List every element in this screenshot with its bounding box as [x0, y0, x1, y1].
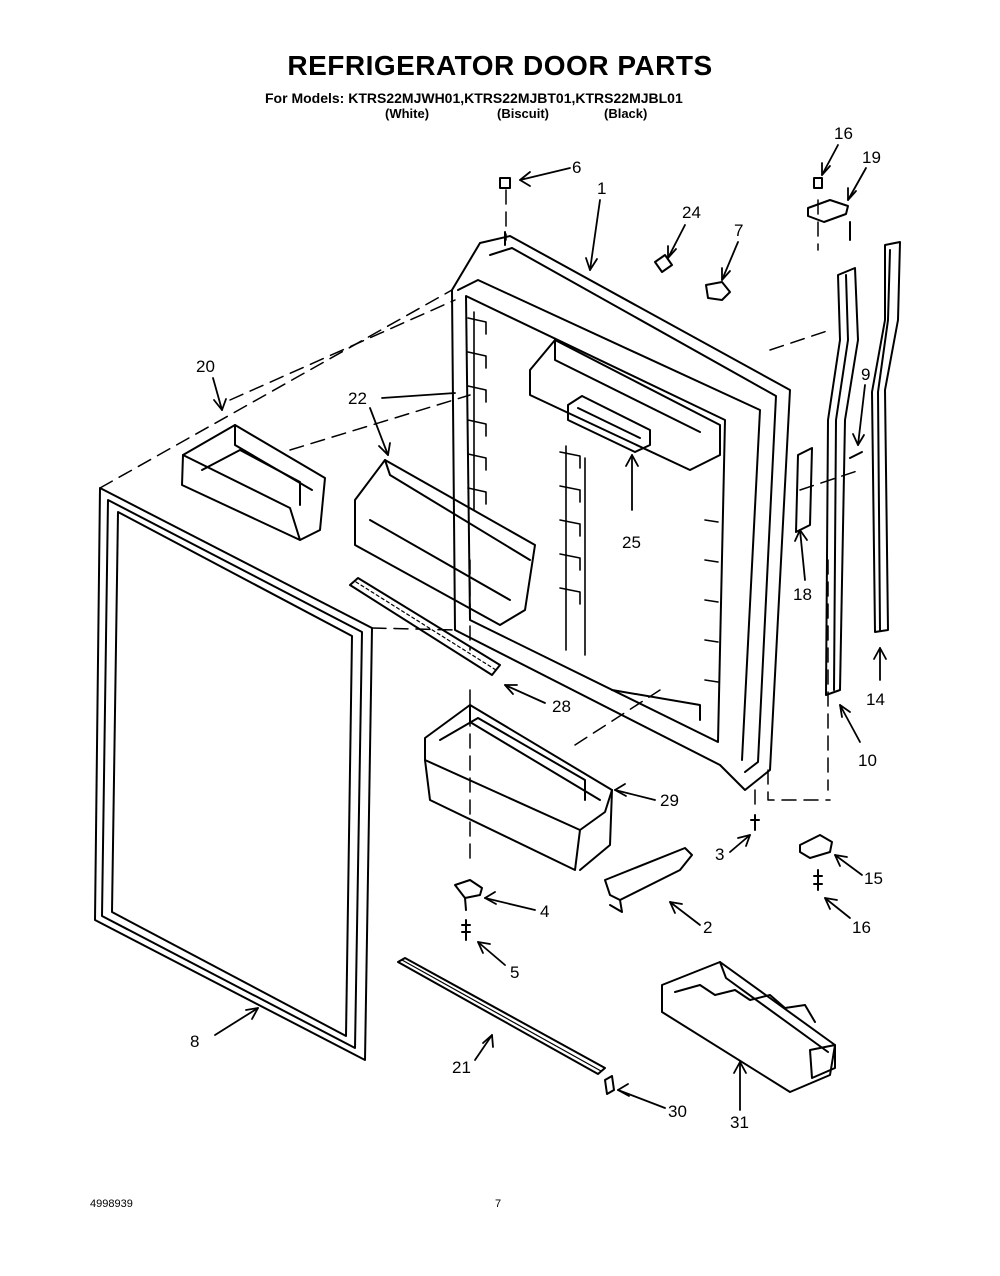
hinge-part-15 [799, 834, 833, 859]
callout-16-top: 16 [834, 124, 853, 143]
plug-part-24 [654, 254, 673, 273]
callout-21: 21 [452, 1058, 471, 1077]
shelf-rail-part-28 [349, 577, 501, 676]
callout-25: 25 [622, 533, 641, 552]
callout-numbers: 6 1 24 7 16 19 20 22 25 9 18 14 10 28 29… [190, 124, 885, 1132]
callout-15: 15 [864, 869, 883, 888]
callout-20: 20 [196, 357, 215, 376]
callout-18: 18 [793, 585, 812, 604]
variant-white: (White) [385, 106, 430, 121]
cap-part-7 [705, 281, 731, 301]
alignment-lines [99, 189, 861, 861]
document-number: 4998939 [90, 1198, 133, 1210]
callout-30: 30 [668, 1102, 687, 1121]
screw-part-16-bottom [813, 869, 823, 891]
door-liner-part [451, 231, 791, 791]
callout-16-bottom: 16 [852, 918, 871, 937]
callout-5: 5 [510, 963, 519, 982]
callout-19: 19 [862, 148, 881, 167]
callout-1: 1 [597, 179, 606, 198]
door-bin-part-20 [181, 424, 326, 541]
door-gasket-part [94, 487, 373, 1061]
screw-part-5 [461, 919, 471, 941]
callout-31: 31 [730, 1113, 749, 1132]
callout-10: 10 [858, 751, 877, 770]
screw-part-9 [849, 451, 863, 459]
variant-biscuit: (Biscuit) [497, 106, 549, 121]
callout-29: 29 [660, 791, 679, 810]
bracket-part-2 [604, 847, 693, 913]
callout-28: 28 [552, 697, 571, 716]
callout-14: 14 [866, 690, 885, 709]
clip-part-30 [604, 1075, 615, 1095]
door-bin-part-29 [424, 704, 613, 871]
screw-part-3 [750, 814, 760, 831]
egg-tray-part-31 [661, 961, 836, 1093]
shelf-cover-part-22 [354, 459, 536, 626]
page-title: REFRIGERATOR DOOR PARTS [287, 50, 713, 81]
trim-strip-part-21 [397, 957, 606, 1075]
variant-black: (Black) [604, 106, 648, 121]
hinge-part-4 [454, 879, 483, 911]
handle-part-10 [825, 267, 859, 696]
model-list: For Models: KTRS22MJWH01,KTRS22MJBT01,KT… [265, 90, 683, 106]
callout-22: 22 [348, 389, 367, 408]
callout-9: 9 [861, 365, 870, 384]
screw-part-16-top [813, 177, 823, 189]
callout-6: 6 [572, 158, 581, 177]
hinge-part-19 [807, 199, 851, 241]
page-number: 7 [495, 1198, 502, 1210]
callout-24: 24 [682, 203, 701, 222]
screw-part-6 [499, 177, 511, 189]
handle-trim-part-14 [871, 241, 901, 633]
leader-lines [212, 144, 887, 1111]
spacer-part-18 [795, 447, 813, 533]
callout-2: 2 [703, 918, 712, 937]
callout-8: 8 [190, 1032, 199, 1051]
callout-7: 7 [734, 221, 743, 240]
callout-3: 3 [715, 845, 724, 864]
callout-4: 4 [540, 902, 549, 921]
